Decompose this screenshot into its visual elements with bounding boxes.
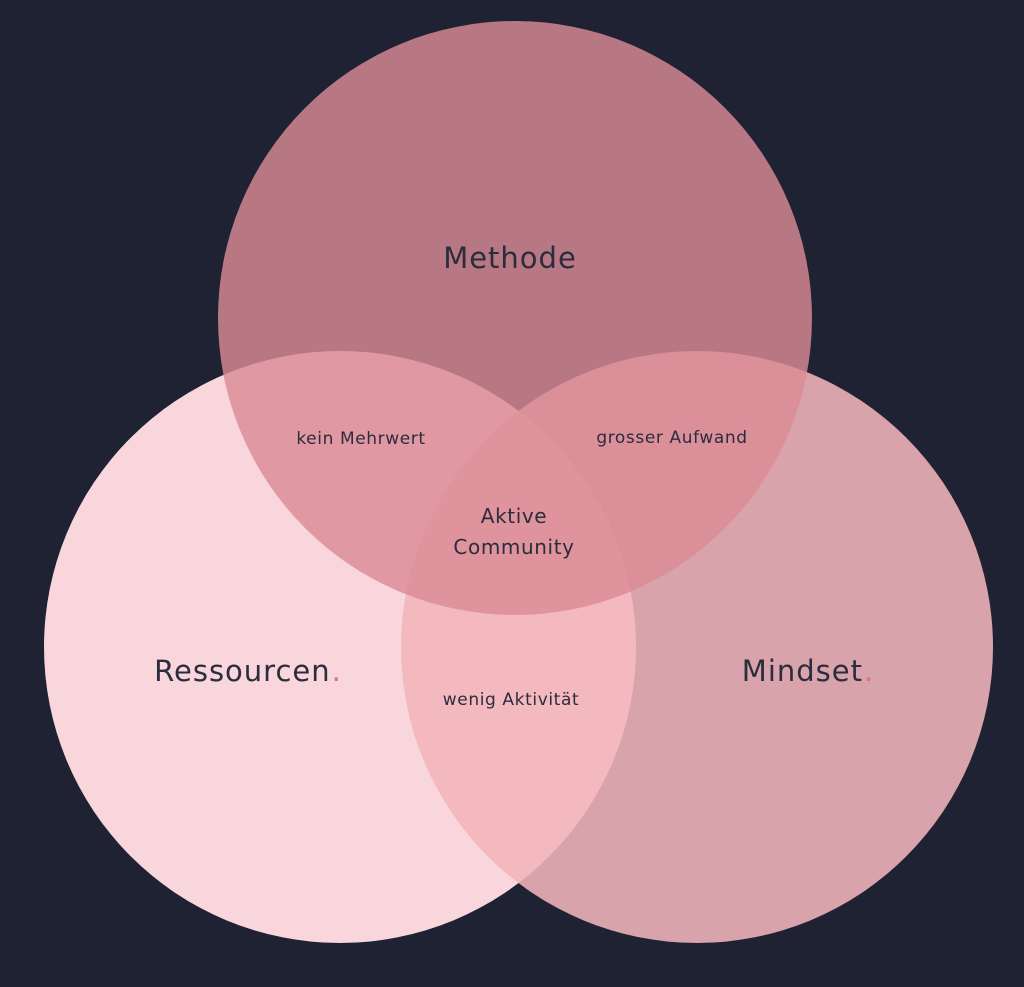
label-ressourcen: Ressourcen. bbox=[154, 654, 342, 688]
label-community: Community bbox=[453, 535, 575, 559]
label-aktive-community: Aktive Community bbox=[453, 501, 574, 563]
label-grosser-aufwand: grosser Aufwand bbox=[596, 428, 748, 448]
label-ressourcen-text: Ressourcen bbox=[154, 654, 331, 688]
label-aktive: Aktive bbox=[480, 504, 548, 528]
label-ressourcen-dot: . bbox=[331, 654, 342, 688]
label-methode: Methode bbox=[443, 241, 577, 275]
label-mindset-text: Mindset bbox=[741, 654, 863, 688]
label-kein-mehrwert: kein Mehrwert bbox=[296, 429, 426, 449]
label-mindset-dot: . bbox=[863, 654, 875, 688]
label-methode-text: Methode bbox=[443, 241, 577, 275]
circle-methode bbox=[218, 21, 812, 615]
label-wenig-aktivitaet: wenig Aktivität bbox=[442, 690, 580, 710]
label-mindset: Mindset. bbox=[742, 654, 874, 688]
